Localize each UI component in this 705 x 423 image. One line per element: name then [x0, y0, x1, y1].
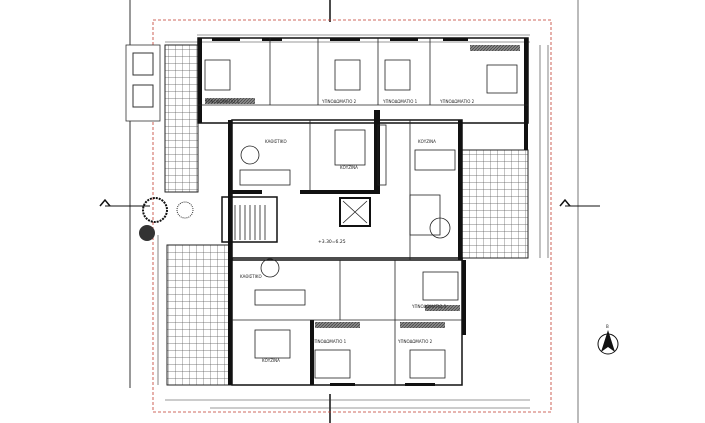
- room-label: ΥΠΝΟΔΩΜΑΤΙΟ 1: [382, 99, 418, 104]
- terrace-right: [461, 149, 529, 259]
- room-label: ΚΑΘΙΣΤΙΚΟ: [240, 274, 262, 279]
- staircase: [221, 196, 278, 243]
- beds: [204, 59, 518, 379]
- tree-icon: [139, 197, 194, 241]
- wardrobes: [205, 45, 520, 328]
- room-label: ΥΠΝΟΔΩΜΑΤΙΟ 2: [439, 99, 475, 104]
- room-label: ΥΠΝΟΔΩΜΑΤΙΟ 3: [411, 304, 447, 309]
- room-label: ΚΟΥΖΙΝΑ: [340, 165, 358, 170]
- north-label: B: [606, 324, 609, 329]
- room-label: ΚΑΘΙΣΤΙΚΟ: [265, 139, 287, 144]
- room-label: ΚΟΥΖΙΝΑ: [418, 139, 436, 144]
- dimension-lines: [157, 34, 549, 409]
- furniture: [239, 124, 456, 359]
- level-mark: +3.30=6.25: [318, 239, 346, 245]
- terrace-top-left: [164, 44, 199, 193]
- elevator: [339, 197, 371, 227]
- section-marker-right: [559, 198, 600, 207]
- room-label: ΥΠΝΟΔΩΜΑΤΙΟ 1: [311, 339, 347, 344]
- parking-spaces: [125, 44, 161, 122]
- room-label: ΚΟΥΖΙΝΑ: [262, 358, 280, 363]
- room-label: ΥΠΝΟΔΩΜΑΤΙΟ 1: [204, 99, 240, 104]
- room-label: ΥΠΝΟΔΩΜΑΤΙΟ 2: [397, 339, 433, 344]
- room-label: ΥΠΝΟΔΩΜΑΤΙΟ 2: [321, 99, 357, 104]
- section-marker-left: [99, 198, 150, 207]
- terrace-bottom-left: [166, 244, 233, 386]
- north-arrow-icon: B: [597, 324, 619, 355]
- room-labels: ΥΠΝΟΔΩΜΑΤΙΟ 1 ΥΠΝΟΔΩΜΑΤΙΟ 2 ΥΠΝΟΔΩΜΑΤΙΟ …: [204, 99, 475, 363]
- walls: [197, 37, 529, 386]
